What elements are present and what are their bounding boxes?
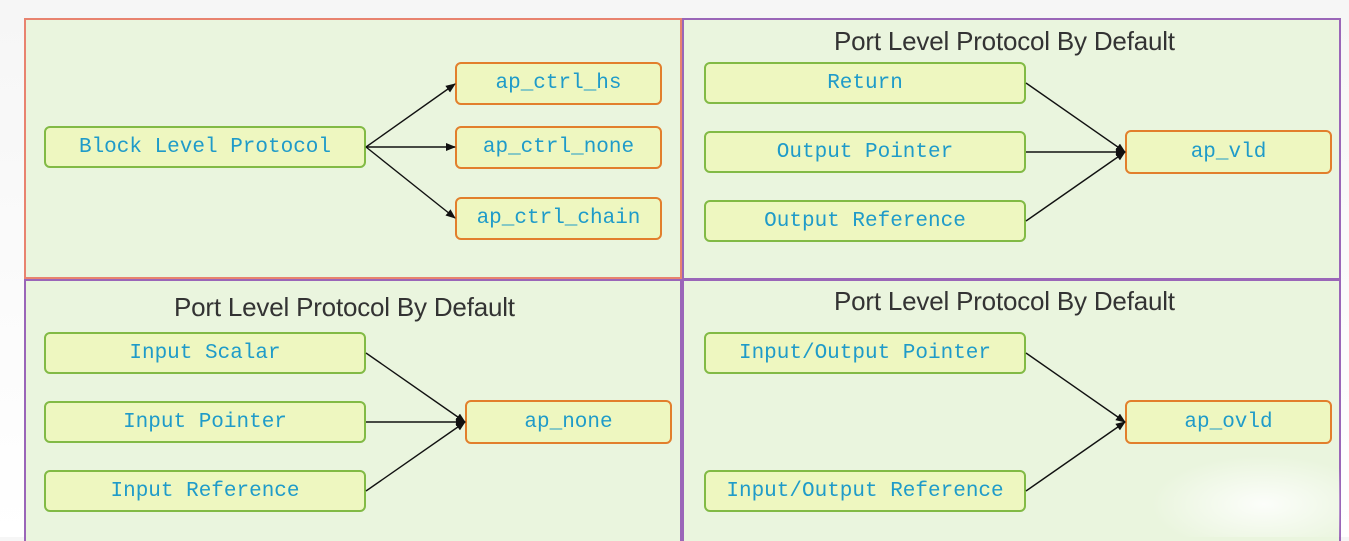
output-reference-node: Output Reference <box>704 200 1026 242</box>
arrow-block-to-chain <box>365 146 456 219</box>
arrow-ioptr-to-ovld <box>1025 352 1126 423</box>
arrow-block-to-hs <box>365 83 456 148</box>
input-reference-node: Input Reference <box>44 470 366 512</box>
ap-none-node: ap_none <box>465 400 672 444</box>
inout-reference-node: Input/Output Reference <box>704 470 1026 512</box>
input-scalar-node: Input Scalar <box>44 332 366 374</box>
arrow-outref-to-vld <box>1025 151 1126 222</box>
arrow-scalar-to-none <box>365 352 466 423</box>
arrow-inref-to-none <box>365 421 466 492</box>
block-level-protocol-node: Block Level Protocol <box>44 126 366 168</box>
output-pointer-node: Output Pointer <box>704 131 1026 173</box>
ap-ctrl-chain-node: ap_ctrl_chain <box>455 197 662 240</box>
panel-title-inout: Port Level Protocol By Default <box>834 286 1175 316</box>
ap-vld-node: ap_vld <box>1125 130 1332 174</box>
inout-pointer-node: Input/Output Pointer <box>704 332 1026 374</box>
input-pointer-node: Input Pointer <box>44 401 366 443</box>
arrow-return-to-vld <box>1025 82 1126 153</box>
ap-ctrl-none-node: ap_ctrl_none <box>455 126 662 169</box>
arrow-ioref-to-ovld <box>1025 421 1126 492</box>
screen-glare <box>1150 455 1340 537</box>
return-node: Return <box>704 62 1026 104</box>
ap-ctrl-hs-node: ap_ctrl_hs <box>455 62 662 105</box>
panel-title-input: Port Level Protocol By Default <box>174 292 515 322</box>
panel-title-output: Port Level Protocol By Default <box>834 26 1175 56</box>
ap-ovld-node: ap_ovld <box>1125 400 1332 444</box>
